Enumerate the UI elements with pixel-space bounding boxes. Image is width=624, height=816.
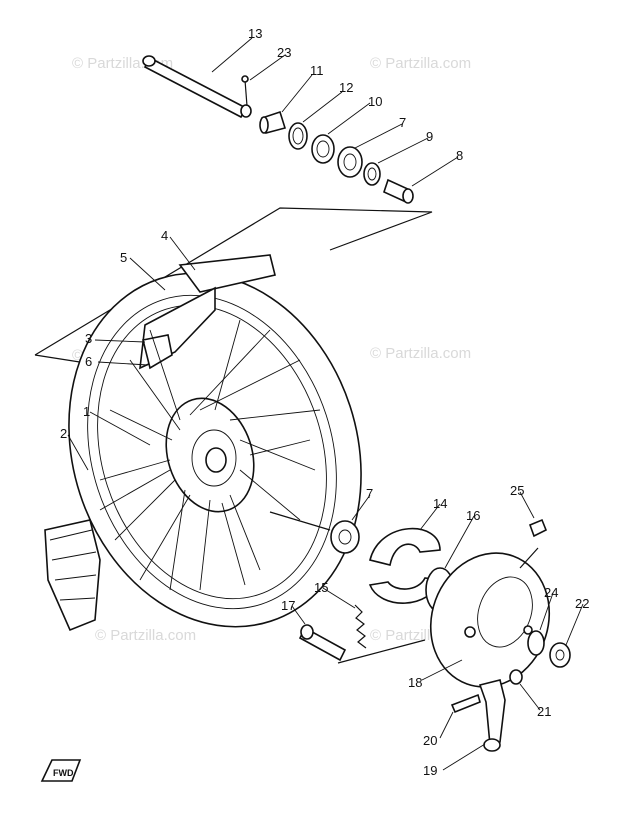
rim <box>87 294 337 610</box>
watermark: © Partzilla.com <box>370 345 471 362</box>
axle-assembly <box>34 55 433 369</box>
callout-23: 23 <box>277 45 291 60</box>
callout-10: 10 <box>368 94 382 109</box>
bearing <box>330 520 360 554</box>
plug <box>528 518 548 538</box>
callout-13: 13 <box>248 26 262 41</box>
tire-tread <box>44 519 101 632</box>
watermark: © Partzilla.com <box>370 55 471 72</box>
callout-22: 22 <box>575 596 589 611</box>
brake-plate <box>429 552 551 688</box>
callout-3: 3 <box>85 331 92 346</box>
spokes <box>99 319 321 591</box>
callout-4: 4 <box>161 228 168 243</box>
brake-assembly <box>269 511 571 752</box>
wheel-assembly <box>44 254 362 632</box>
washer <box>527 630 545 656</box>
bearing <box>337 146 363 178</box>
forward-arrow-icon <box>40 759 82 782</box>
nut <box>509 669 523 685</box>
brake-arm <box>478 679 506 747</box>
tire-tread <box>178 254 276 293</box>
callout-24: 24 <box>544 585 558 600</box>
callout-8: 8 <box>456 148 463 163</box>
leader-lines <box>67 37 584 771</box>
callout-16: 16 <box>466 508 480 523</box>
callout-6: 6 <box>85 354 92 369</box>
oil-seal <box>288 122 308 150</box>
spring <box>354 604 367 649</box>
callout-20: 20 <box>423 733 437 748</box>
callout-1: 1 <box>83 404 90 419</box>
axle <box>143 56 248 119</box>
hub-bore <box>205 447 227 473</box>
nut <box>549 642 571 668</box>
brake-shoe <box>369 527 441 566</box>
badge-text: FWD <box>53 768 74 778</box>
callout-15: 15 <box>314 580 328 595</box>
callout-11: 11 <box>310 63 324 78</box>
watermark: © Partzilla.com <box>95 627 196 644</box>
oil-seal <box>363 162 381 186</box>
forward-direction-badge: FWD <box>40 759 82 782</box>
callout-7: 7 <box>399 115 406 130</box>
callout-12: 12 <box>339 80 353 95</box>
bolt <box>450 693 481 714</box>
axle-end <box>240 104 252 118</box>
cotter-pin <box>244 79 248 107</box>
callout-19: 19 <box>423 763 437 778</box>
callout-9: 9 <box>426 129 433 144</box>
callout-21: 21 <box>537 704 551 719</box>
axle-head <box>142 55 156 67</box>
callout-14: 14 <box>433 496 447 511</box>
callout-17: 17 <box>281 598 295 613</box>
callout-7: 7 <box>366 486 373 501</box>
callouts: 13 23 11 12 10 7 9 8 4 5 3 6 1 2 7 14 16… <box>60 26 589 778</box>
bearing <box>311 134 335 164</box>
callout-18: 18 <box>408 675 422 690</box>
callout-5: 5 <box>120 250 127 265</box>
callout-25: 25 <box>510 483 524 498</box>
callout-2: 2 <box>60 426 67 441</box>
